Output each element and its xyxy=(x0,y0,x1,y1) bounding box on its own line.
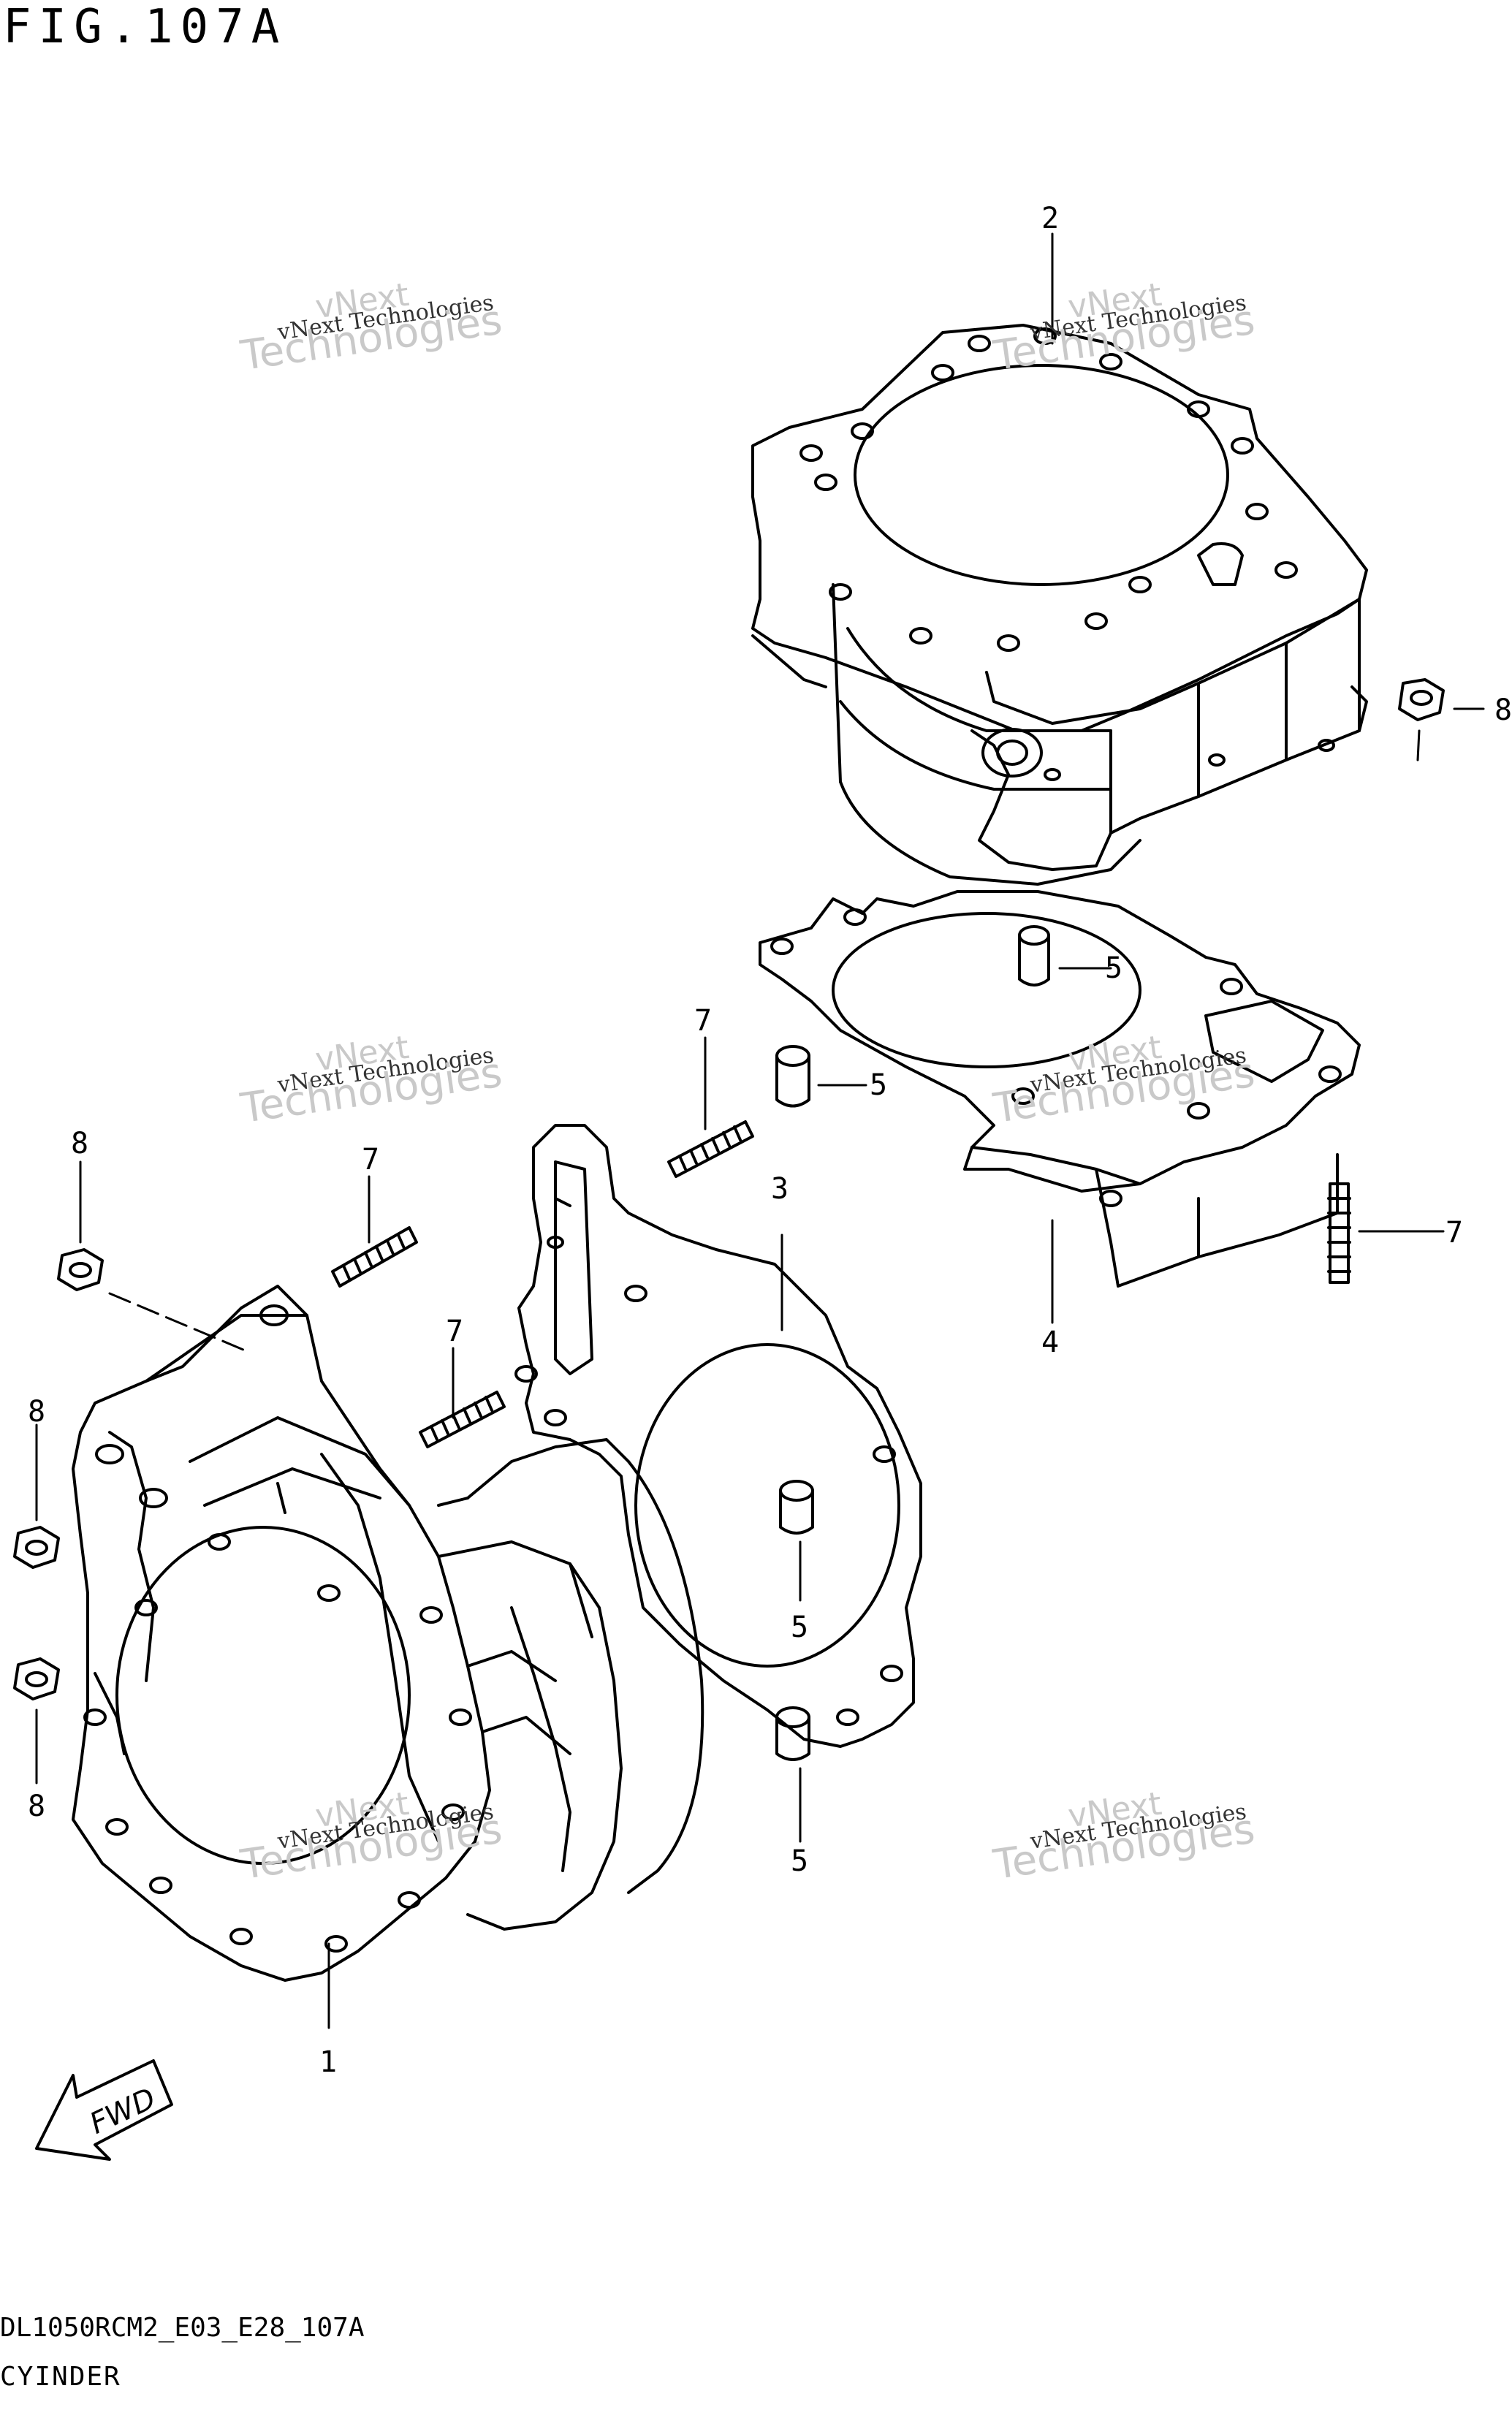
callout-4: 4 xyxy=(1041,1326,1059,1359)
callout-6: 7 xyxy=(694,1004,712,1038)
leader-lines xyxy=(35,232,1485,2029)
dowel-pin-b xyxy=(775,1045,810,1108)
callout-5-b: 5 xyxy=(870,1068,887,1102)
dowel-pin-c xyxy=(779,1480,814,1535)
callout-8-b: 8 xyxy=(71,1127,88,1160)
nut-b xyxy=(57,1248,104,1291)
part-7-stud-b xyxy=(419,1391,506,1448)
part-7-stud-a xyxy=(331,1226,418,1288)
callout-8-d: 8 xyxy=(28,1790,45,1823)
fwd-arrow-icon: FWD xyxy=(35,2059,173,2161)
part-1-front-cylinder xyxy=(72,1285,704,1982)
nut-a xyxy=(1398,678,1445,721)
callout-7-c: 7 xyxy=(446,1315,463,1348)
part-6-stud xyxy=(667,1120,754,1178)
callout-2: 2 xyxy=(1041,202,1059,235)
callout-5-c: 5 xyxy=(791,1611,808,1644)
figure-code: DL1050RCM2_E03_E28_107A xyxy=(0,2313,365,2343)
figure-title: FIG.107A xyxy=(3,0,287,54)
callout-8-a: 8 xyxy=(1494,693,1512,727)
callout-7-b: 7 xyxy=(1445,1216,1463,1250)
part-7-stud-c xyxy=(1327,1182,1351,1284)
figure-caption: CYINDER xyxy=(0,2362,121,2392)
part-2-rear-cylinder xyxy=(751,324,1368,886)
callout-5-a: 5 xyxy=(1105,951,1122,985)
part-8-nuts xyxy=(13,678,1445,1700)
dowel-pin-a xyxy=(1018,925,1050,987)
callout-5-d: 5 xyxy=(791,1844,808,1878)
callout-1: 1 xyxy=(319,2045,337,2079)
part-3-lower-gasket xyxy=(514,1124,922,1748)
callout-3: 3 xyxy=(771,1172,789,1206)
nut-c xyxy=(13,1526,60,1569)
callout-7-a: 7 xyxy=(362,1143,379,1177)
callout-labels: 2 8 5 7 5 8 7 3 7 7 4 8 5 8 5 1 xyxy=(28,202,1512,2079)
callout-8-c: 8 xyxy=(28,1395,45,1429)
part-4-upper-gasket xyxy=(759,890,1361,1288)
nut-d xyxy=(13,1657,60,1700)
part-5-dowel-pins xyxy=(775,925,1050,1761)
dowel-pin-d xyxy=(775,1706,810,1761)
